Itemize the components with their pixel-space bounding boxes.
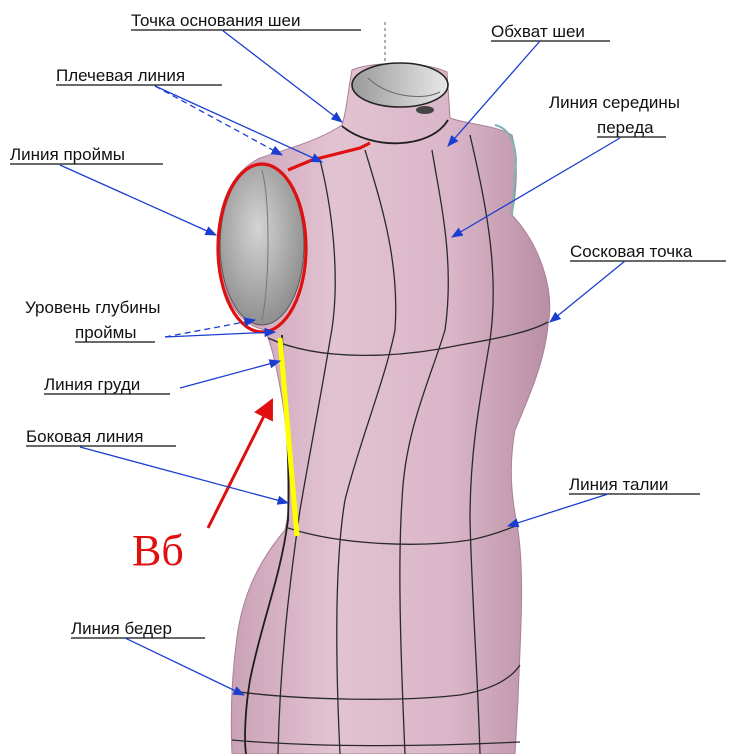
- arrow-armhole-depth-solid: [165, 332, 275, 337]
- arrow-side-line: [80, 447, 288, 503]
- label-armhole-depth-1: Уровень глубины: [25, 298, 161, 317]
- side-measure-arrow: [208, 400, 272, 528]
- label-front-center-line-2: переда: [597, 118, 654, 137]
- label-neck-girth: Обхват шеи: [491, 22, 585, 41]
- arrow-shoulder-line-solid: [155, 86, 322, 162]
- label-armhole-line: Линия проймы: [10, 145, 125, 164]
- arrow-armhole-line: [60, 165, 216, 235]
- label-neck-base-point: Точка основания шеи: [131, 11, 300, 30]
- label-chest-line: Линия груди: [44, 375, 140, 394]
- label-waist-line: Линия талии: [569, 475, 668, 494]
- arrow-waist-line: [508, 494, 608, 526]
- arrow-chest-line: [180, 361, 280, 388]
- label-shoulder-line: Плечевая линия: [56, 66, 185, 85]
- arrow-hip-line: [125, 638, 244, 695]
- arrow-neck-base-point: [222, 30, 342, 122]
- armhole-opening: [220, 165, 304, 325]
- label-front-center-line-1: Линия середины: [549, 93, 680, 112]
- side-measure-label: Вб: [132, 526, 184, 575]
- label-bust-point: Сосковая точка: [570, 242, 693, 261]
- arrow-bust-point: [550, 261, 625, 322]
- neck-pin: [416, 106, 434, 114]
- label-hip-line: Линия бедер: [71, 619, 172, 638]
- arrow-shoulder-line-dashed: [155, 86, 282, 155]
- label-armhole-depth-2: проймы: [75, 323, 137, 342]
- neck-opening: [352, 63, 448, 107]
- label-side-line: Боковая линия: [26, 427, 143, 446]
